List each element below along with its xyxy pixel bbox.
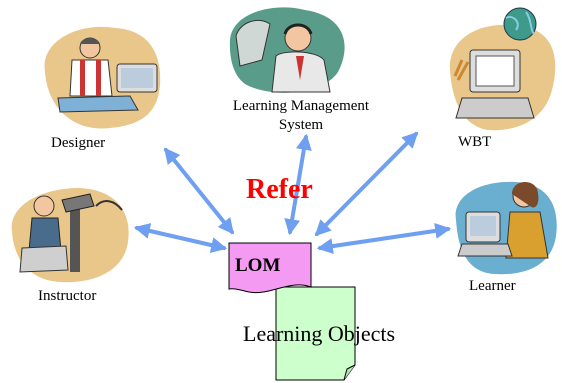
instructor-at-projector-icon bbox=[11, 188, 129, 283]
lms-label-line2: System bbox=[278, 117, 324, 133]
wbt-label: WBT bbox=[458, 134, 492, 150]
person-with-headset-icon bbox=[229, 7, 345, 93]
woman-at-computer-icon bbox=[455, 181, 557, 275]
arrow-designer bbox=[163, 147, 235, 235]
arrow-instructor bbox=[133, 223, 228, 253]
arrow-lms bbox=[284, 133, 312, 236]
instructor-label: Instructor bbox=[38, 288, 97, 304]
designer-label: Designer bbox=[51, 135, 106, 151]
lom-document bbox=[228, 242, 312, 294]
lms-label-line1: Learning Management bbox=[232, 98, 370, 114]
learning-objects-document bbox=[275, 286, 356, 381]
computer-with-globe-icon bbox=[449, 7, 556, 131]
arrow-wbt bbox=[314, 131, 419, 237]
lom-label: LOM bbox=[235, 255, 281, 276]
refer-label: Refer bbox=[246, 174, 313, 205]
designer-at-drafting-table-icon bbox=[44, 26, 161, 129]
arrow-learner bbox=[316, 222, 452, 255]
learner-label: Learner bbox=[469, 278, 516, 294]
learning-objects-label: Learning Objects bbox=[243, 321, 396, 346]
